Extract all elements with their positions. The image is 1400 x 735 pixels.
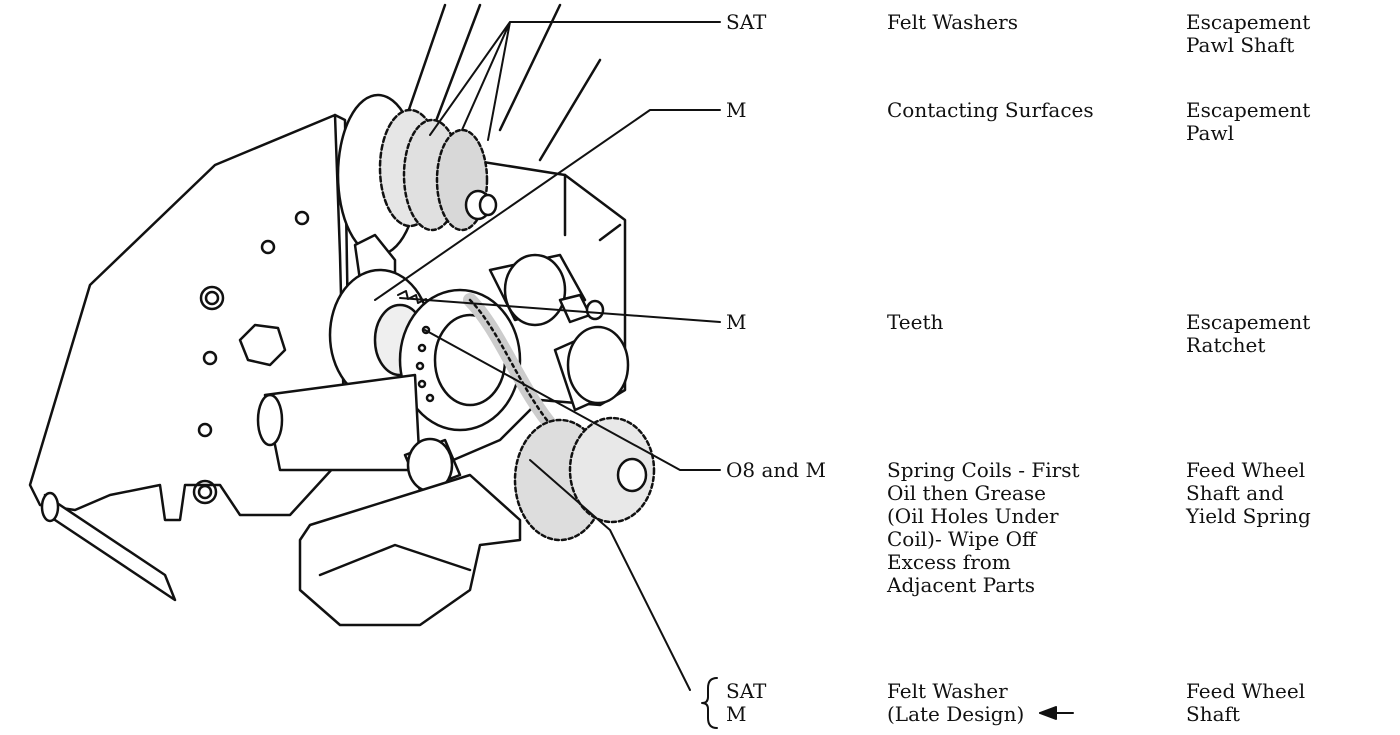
pin	[40, 491, 177, 602]
leader-m-teeth	[399, 297, 721, 323]
lube-code-sat: SAT	[726, 10, 767, 34]
lube-code-o8-and-m: O8 and M	[726, 458, 826, 482]
description-contacting-surfaces: Contacting Surfaces	[887, 98, 1094, 122]
leader-m-contacting-surfaces	[374, 109, 721, 301]
description-felt-washer-late-design: Felt Washer (Late Design)	[887, 679, 1025, 726]
lube-code-m-teeth: M	[726, 310, 747, 334]
pawl-shaft-assembly	[336, 93, 498, 257]
part-escapement-pawl: Escapement Pawl	[1186, 98, 1311, 145]
leader-sat-m-felt-washer	[529, 459, 691, 691]
lube-code-m-late: M	[726, 702, 747, 726]
description-felt-washers: Felt Washers	[887, 10, 1018, 34]
shaft-rod	[256, 373, 462, 493]
leader-sat-felt-washers	[429, 21, 721, 141]
leader-o8-spring-coils	[424, 329, 721, 471]
part-feed-wheel-shaft-yield-spring: Feed Wheel Shaft and Yield Spring	[1186, 458, 1311, 528]
lube-code-sat-late: SAT	[726, 679, 767, 703]
leader-lines	[374, 21, 721, 691]
lube-code-sat-m-group: SAT M	[726, 680, 766, 726]
part-feed-wheel-shaft: Feed Wheel Shaft	[1186, 679, 1306, 726]
part-escapement-ratchet: Escapement Ratchet	[1186, 310, 1311, 357]
description-spring-coils: Spring Coils - First Oil then Grease (Oi…	[887, 458, 1080, 597]
arrow-icon	[1039, 706, 1074, 720]
foot-bracket	[298, 473, 522, 627]
part-escapement-pawl-shaft: Escapement Pawl Shaft	[1186, 10, 1311, 57]
lube-code-m-contacting: M	[726, 98, 747, 122]
hex-nut	[238, 323, 287, 367]
description-teeth: Teeth	[887, 310, 944, 334]
brace	[701, 677, 718, 729]
cylinder	[553, 325, 630, 412]
